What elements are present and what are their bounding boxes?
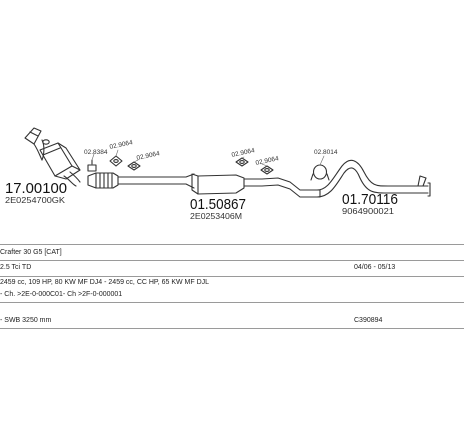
part-number-rear: 01.70116 [342,191,398,208]
part-number-front: 17.00100 [5,180,67,197]
exhaust-diagram: 17.00100 2E0254700GK 01.50867 2E0253406M… [5,127,431,221]
hanger-02-9064-a [109,155,123,167]
clamp-02-8384 [87,159,97,172]
leader-lines [91,149,325,167]
fitting-code: 02.9064 [109,139,134,151]
fitting-code: 02.8384 [84,149,108,156]
part-ref-middle: 2E0253406M [190,212,242,221]
info-row-left: 2459 cc, 109 HP, 80 KW MF DJ4 - 2459 cc,… [0,279,210,286]
info-row-left: Crafter 30 G5 [CAT] [0,249,62,256]
table-bottom-border [0,328,464,329]
info-row-left: - Ch. >2E-0-000C01- Ch >2F-0-000001 [0,291,123,298]
hanger-02-9064-c [235,157,249,167]
fitting-code: 02.9064 [255,155,280,167]
info-row-left: - SWB 3250 mm [0,317,52,324]
hanger-02-9064-d [260,165,274,175]
info-row-left: 2.5 Tci TD [0,264,32,271]
flex-pipe [87,172,179,189]
info-row-right: C390894 [354,317,383,324]
fitting-code: 02.9064 [231,147,256,159]
row-divider [0,302,464,303]
info-row-right: 04/06 - 05/13 [354,264,396,271]
fitting-code: 02.8014 [314,149,338,156]
fitting-code: 02.9064 [136,150,161,162]
hanger-02-9064-b [127,161,141,171]
row-divider [0,276,464,277]
clamp-02-8014 [310,164,330,181]
middle-silencer [177,173,321,198]
row-divider [0,260,464,261]
table-top-border [0,244,464,245]
part-ref-rear: 9064900021 [342,207,395,216]
part-ref-front: 2E0254700GK [5,196,66,205]
front-pipe-catalyst [24,127,81,187]
part-number-middle: 01.50867 [190,196,246,213]
rear-pipe [304,159,431,198]
